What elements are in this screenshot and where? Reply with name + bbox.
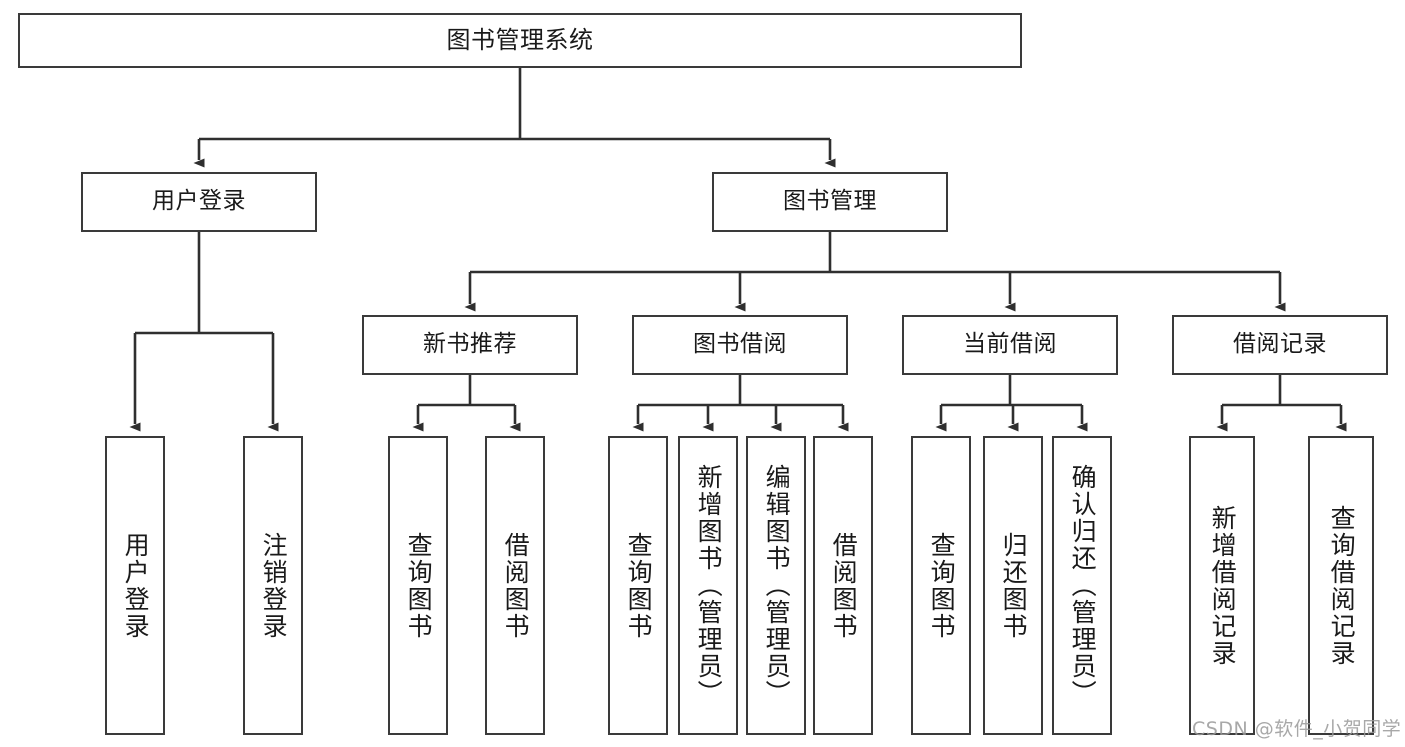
node-book-borrow-label: 图书借阅: [693, 331, 787, 358]
node-leaf-borrow-book-1-label: 借阅图书: [501, 531, 531, 640]
csdn-watermark: CSDN @软件_小贺同学: [1192, 718, 1402, 740]
node-leaf-add-record[interactable]: 新增借阅记录: [1189, 436, 1255, 735]
node-leaf-add-book-label: 新增图书（管理员）: [694, 464, 724, 707]
node-leaf-borrow-book-1[interactable]: 借阅图书: [485, 436, 545, 735]
node-book-manage[interactable]: 图书管理: [712, 172, 948, 232]
node-user-login[interactable]: 用户登录: [81, 172, 317, 232]
node-leaf-user-login-label: 用户登录: [121, 531, 151, 640]
node-leaf-borrow-book-2[interactable]: 借阅图书: [813, 436, 873, 735]
node-borrow-record[interactable]: 借阅记录: [1172, 315, 1388, 375]
node-leaf-edit-book-label: 编辑图书（管理员）: [762, 464, 792, 707]
node-root[interactable]: 图书管理系统: [18, 13, 1022, 68]
node-leaf-add-record-label: 新增借阅记录: [1208, 504, 1238, 667]
node-book-manage-label: 图书管理: [783, 188, 877, 215]
node-leaf-edit-book[interactable]: 编辑图书（管理员）: [746, 436, 806, 735]
node-leaf-query-book-3[interactable]: 查询图书: [911, 436, 971, 735]
node-leaf-query-book-2[interactable]: 查询图书: [608, 436, 668, 735]
node-leaf-return-book[interactable]: 归还图书: [983, 436, 1043, 735]
node-leaf-logout-label: 注销登录: [259, 531, 289, 640]
node-leaf-query-book-2-label: 查询图书: [624, 531, 654, 640]
node-new-book-recommend[interactable]: 新书推荐: [362, 315, 578, 375]
node-leaf-logout[interactable]: 注销登录: [243, 436, 303, 735]
node-leaf-confirm-return-label: 确认归还（管理员）: [1068, 464, 1098, 707]
node-leaf-return-book-label: 归还图书: [999, 531, 1029, 640]
node-root-label: 图书管理系统: [446, 26, 594, 55]
node-borrow-record-label: 借阅记录: [1233, 331, 1327, 358]
node-leaf-confirm-return[interactable]: 确认归还（管理员）: [1052, 436, 1112, 735]
node-leaf-borrow-book-2-label: 借阅图书: [829, 531, 859, 640]
node-leaf-query-book-1-label: 查询图书: [404, 531, 434, 640]
node-leaf-add-book[interactable]: 新增图书（管理员）: [678, 436, 738, 735]
node-current-borrow-label: 当前借阅: [963, 331, 1057, 358]
node-leaf-query-book-1[interactable]: 查询图书: [388, 436, 448, 735]
node-leaf-query-record-label: 查询借阅记录: [1327, 504, 1357, 667]
node-leaf-query-record[interactable]: 查询借阅记录: [1308, 436, 1374, 735]
node-book-borrow[interactable]: 图书借阅: [632, 315, 848, 375]
node-current-borrow[interactable]: 当前借阅: [902, 315, 1118, 375]
node-leaf-user-login[interactable]: 用户登录: [105, 436, 165, 735]
node-new-book-recommend-label: 新书推荐: [423, 331, 517, 358]
node-leaf-query-book-3-label: 查询图书: [927, 531, 957, 640]
node-user-login-label: 用户登录: [152, 188, 246, 215]
